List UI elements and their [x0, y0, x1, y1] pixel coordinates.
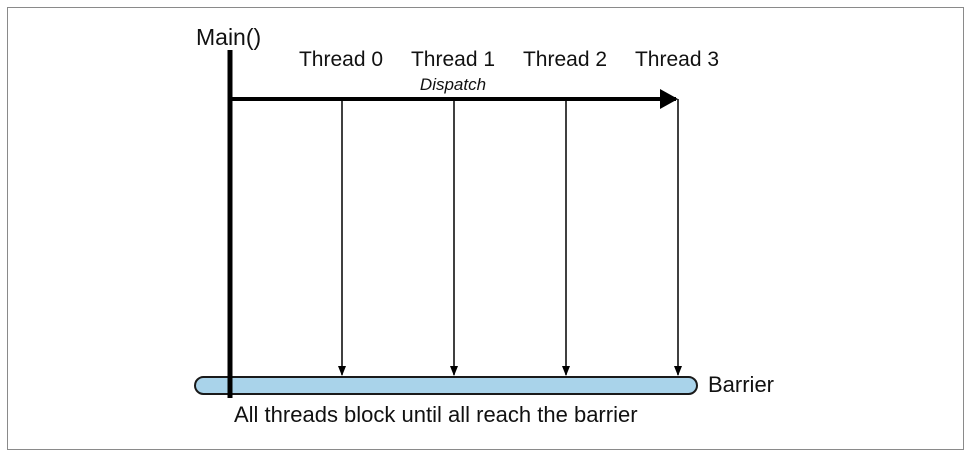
thread-0-label: Thread 0: [299, 48, 383, 71]
main-label: Main(): [196, 24, 261, 50]
dispatch-label: Dispatch: [420, 75, 486, 94]
dispatch-arrowhead: [660, 89, 678, 109]
thread-3-label: Thread 3: [635, 48, 719, 71]
thread-1-label: Thread 1: [411, 48, 495, 71]
thread-2-label: Thread 2: [523, 48, 607, 71]
barrier-label: Barrier: [708, 372, 774, 397]
barrier-caption: All threads block until all reach the ba…: [234, 402, 638, 427]
barrier-bar: [194, 376, 698, 395]
